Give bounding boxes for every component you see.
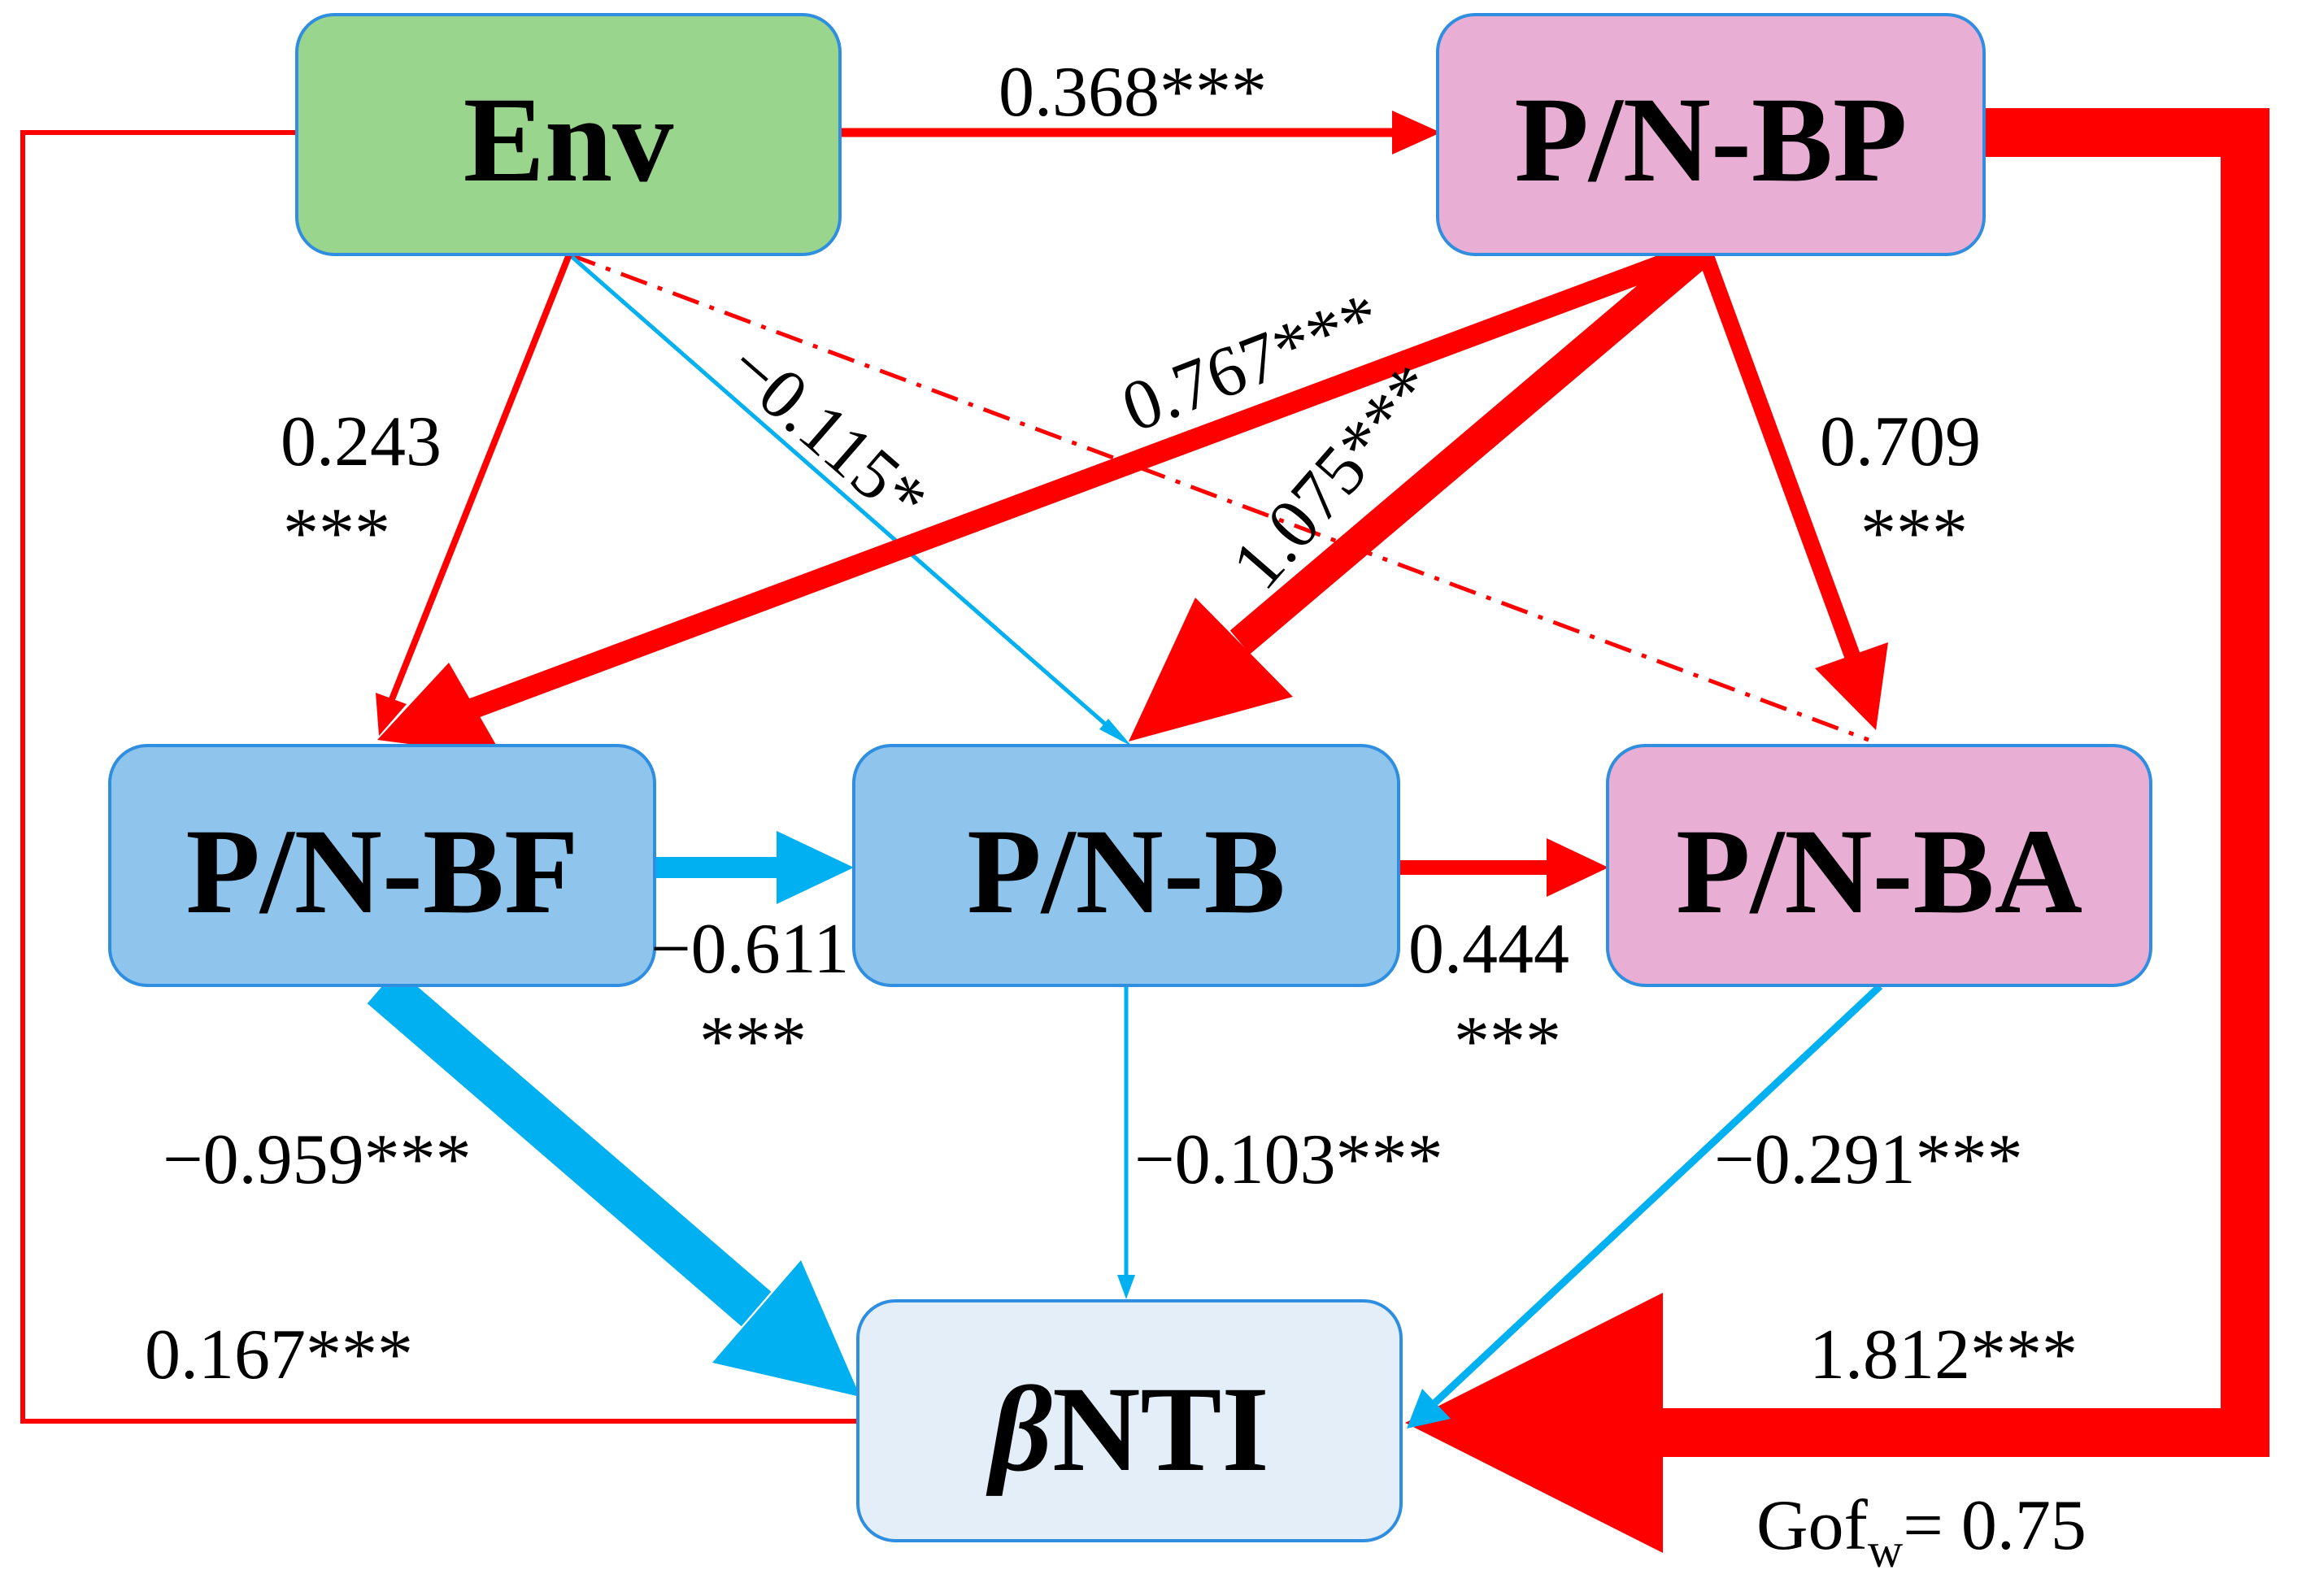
node-env-label: Env	[463, 72, 673, 207]
node-betanti-label: βNTI	[986, 1362, 1269, 1497]
node-betanti: βNTI	[856, 1299, 1403, 1542]
label-bf-b-sig: ***	[699, 1002, 807, 1081]
label-env-bf-sig: ***	[283, 494, 390, 573]
fit-prefix: Gof	[1756, 1486, 1869, 1565]
label-bf-b-value: −0.611	[651, 910, 849, 989]
node-bf: P/N-BF	[108, 744, 656, 987]
path-bp-ba	[1695, 246, 1888, 730]
path-bp-bf	[377, 239, 1708, 756]
path-env-ba	[568, 252, 1869, 742]
node-bp-label: P/N-BP	[1514, 72, 1907, 207]
node-bp: P/N-BP	[1436, 13, 1986, 256]
label-b-betanti: −0.103***	[1134, 1120, 1443, 1199]
node-b: P/N-B	[852, 744, 1400, 987]
label-env-betanti: 0.167***	[145, 1316, 413, 1394]
label-bp-betanti: 1.812***	[1809, 1316, 2078, 1394]
label-env-bp: 0.368***	[999, 53, 1267, 132]
node-bf-label: P/N-BF	[185, 804, 578, 939]
label-b-ba-sig: ***	[1454, 1002, 1561, 1081]
nti-text: NTI	[1052, 1362, 1269, 1497]
label-env-bf-value: 0.243	[281, 402, 442, 481]
path-env-bp	[840, 111, 1441, 154]
path-bp-betanti	[1405, 108, 2269, 1553]
fit-subscript: w	[1868, 1524, 1904, 1577]
label-bf-betanti: −0.959***	[163, 1120, 472, 1199]
path-env-b	[568, 253, 1132, 746]
path-b-ba	[1399, 838, 1608, 897]
node-b-label: P/N-B	[967, 804, 1286, 939]
node-ba: P/N-BA	[1606, 744, 2152, 987]
label-bp-ba-sig: ***	[1860, 494, 1968, 573]
path-bp-b	[1129, 237, 1714, 741]
path-b-betanti	[1117, 986, 1135, 1299]
label-ba-betanti: −0.291***	[1714, 1120, 2023, 1199]
fit-value: = 0.75	[1903, 1486, 2087, 1565]
label-b-ba-value: 0.444	[1408, 910, 1569, 989]
node-env: Env	[295, 13, 842, 256]
path-env-bf	[376, 253, 572, 736]
fit-index: Gofw= 0.75	[1756, 1486, 2087, 1577]
label-bp-ba-value: 0.709	[1820, 402, 1981, 481]
node-ba-label: P/N-BA	[1676, 804, 2082, 939]
beta-symbol: β	[986, 1362, 1052, 1497]
path-ba-betanti	[1407, 983, 1883, 1429]
label-env-b: −0.115*	[713, 327, 942, 540]
path-bf-betanti	[367, 968, 860, 1397]
path-bf-b	[655, 831, 854, 904]
